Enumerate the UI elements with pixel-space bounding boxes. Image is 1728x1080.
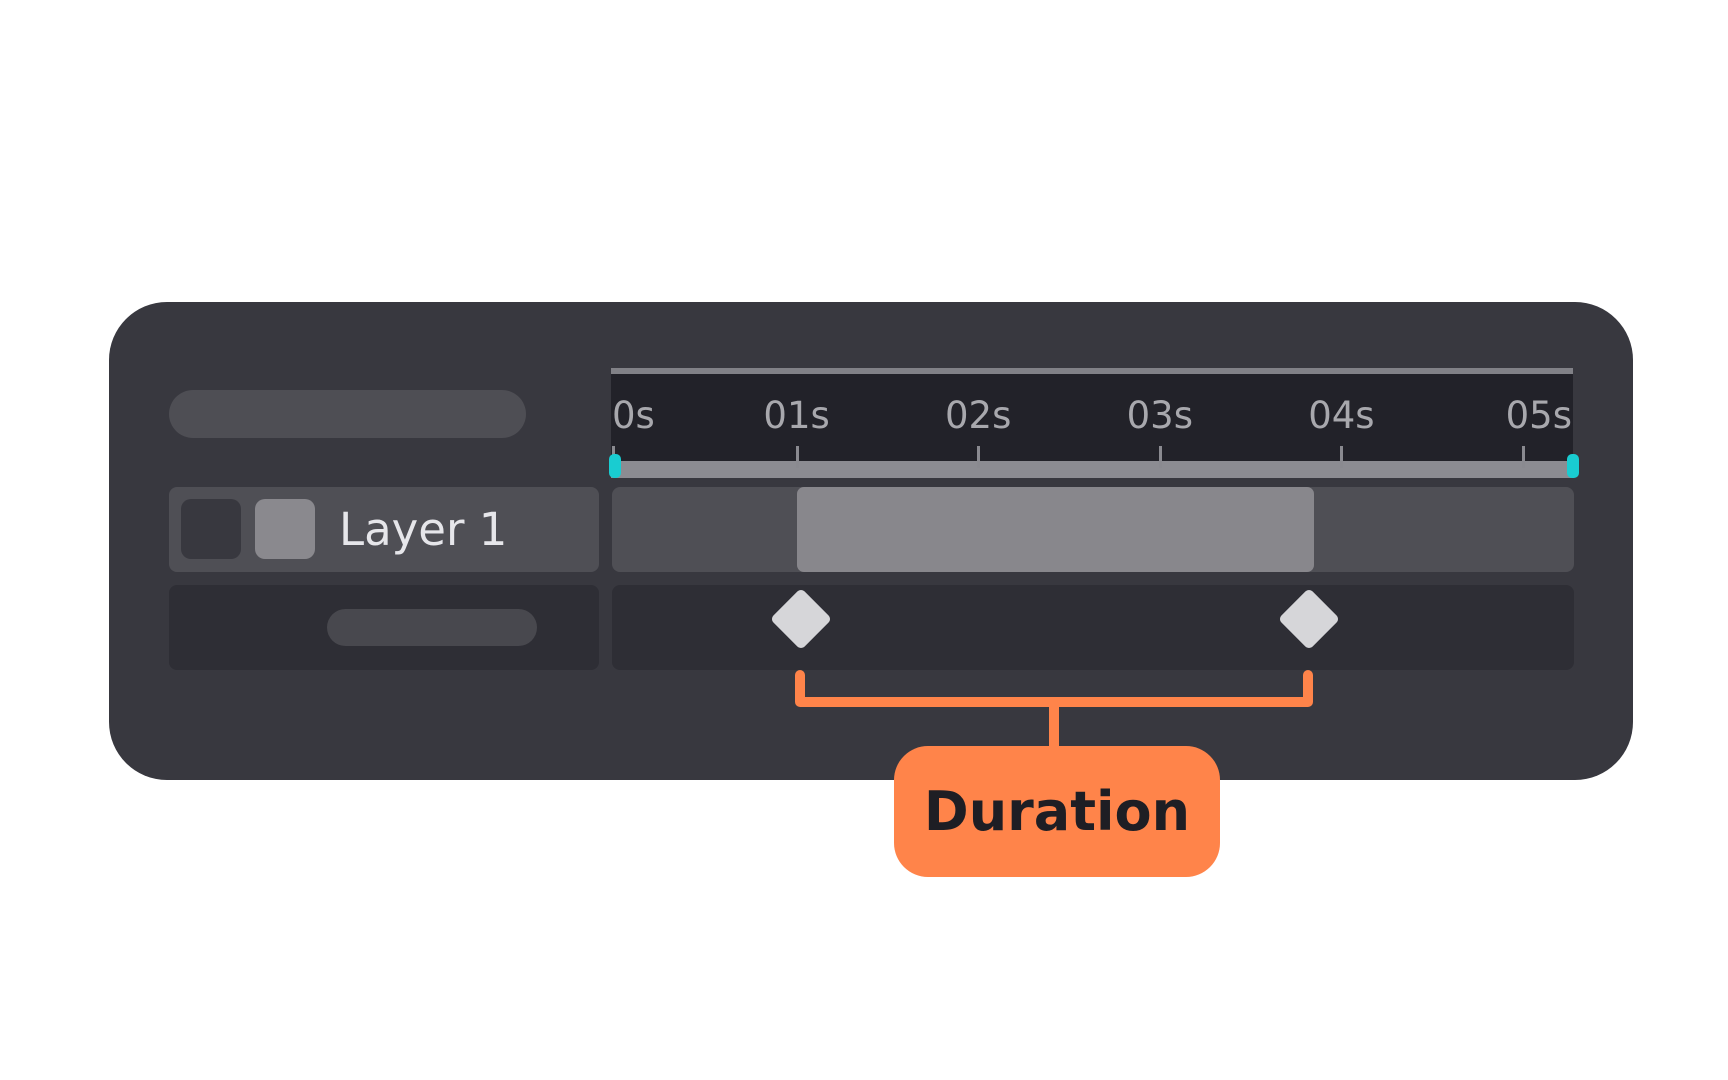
ruler-tick <box>977 446 981 468</box>
time-ruler[interactable]: 0s 01s 02s 03s 04s 05s <box>611 368 1573 478</box>
layer-search-placeholder[interactable] <box>169 390 526 438</box>
duration-callout: Duration <box>894 746 1220 877</box>
property-label-placeholder <box>327 609 537 646</box>
property-row[interactable] <box>169 585 599 670</box>
duration-label: Duration <box>923 780 1191 843</box>
ruler-tick-label: 01s <box>763 394 830 437</box>
ruler-tick <box>1158 446 1162 468</box>
ruler-tick-label: 04s <box>1308 394 1375 437</box>
keyframe-track[interactable] <box>612 585 1574 670</box>
layer-name: Layer 1 <box>339 503 508 556</box>
ruler-tick <box>1340 446 1344 468</box>
ruler-tick-label: 03s <box>1126 394 1193 437</box>
ruler-tick-label: 02s <box>945 394 1012 437</box>
scrub-track[interactable] <box>611 461 1573 478</box>
layer-thumbnail[interactable] <box>255 499 315 559</box>
layer-clip[interactable] <box>796 487 1315 572</box>
ruler-tick-label: 05s <box>1505 394 1572 437</box>
range-start-handle-icon[interactable] <box>609 454 621 478</box>
ruler-tick-label: 0s <box>612 394 655 437</box>
layer-track[interactable] <box>612 487 1574 572</box>
range-end-handle-icon[interactable] <box>1567 454 1579 478</box>
layer-row[interactable]: Layer 1 <box>169 487 599 572</box>
ruler-tick <box>1522 446 1525 468</box>
layer-visibility-toggle[interactable] <box>181 499 241 559</box>
ruler-tick <box>795 446 799 468</box>
